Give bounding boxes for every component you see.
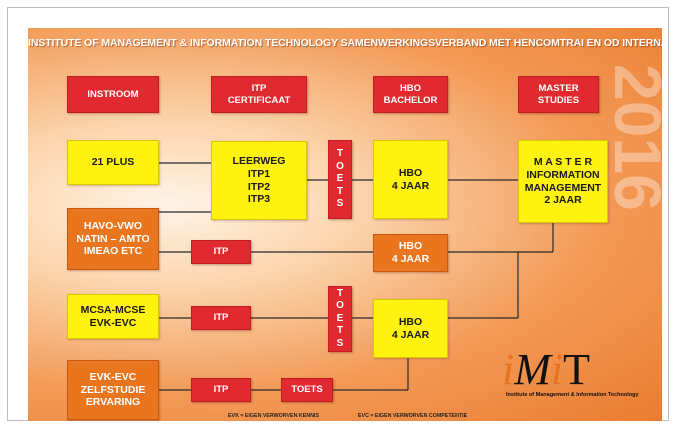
toets2-letter: T <box>336 287 344 299</box>
box-toets-vertical-1: T O E T S <box>328 140 352 219</box>
box-toets-row4: TOETS <box>281 378 333 402</box>
footnote-evc: EVC = EIGEN VERWORVEN COMPETENTIE <box>358 413 468 419</box>
box-hbo-top: HBO 4 JAAR <box>373 140 448 219</box>
box-hbo-bottom: HBO 4 JAAR <box>373 299 448 358</box>
connector-lines <box>159 162 554 391</box>
toets2-letter: E <box>336 312 344 324</box>
footnote-evk: EVK = EIGEN VERWORVEN KENNIS <box>228 413 319 419</box>
box-havo-vwo: HAVO-VWO NATIN – AMTO IMEAO ETC <box>67 208 159 270</box>
header-itp-certificaat: ITP CERTIFICAAT <box>211 76 307 113</box>
box-itp-row3: ITP <box>191 306 251 330</box>
box-hbo-mid: HBO 4 JAAR <box>373 234 448 272</box>
toets1-letter: T <box>336 148 344 160</box>
header-master-studies: MASTER STUDIES <box>518 76 599 113</box>
imit-logo-subtitle: Institute of Management & Information Te… <box>506 392 639 398</box>
toets1-letter: E <box>336 173 344 185</box>
header-instroom: INSTROOM <box>67 76 159 113</box>
toets2-letter: T <box>336 325 344 337</box>
box-21-plus: 21 PLUS <box>67 140 159 185</box>
toets1-letter: S <box>336 198 344 210</box>
toets2-letter: S <box>336 337 344 349</box>
imit-logo-wordmark: iMiT <box>502 345 591 394</box>
toets1-letter: O <box>336 160 344 172</box>
poster-title: INSTITUTE OF MANAGEMENT & INFORMATION TE… <box>28 37 662 49</box>
header-hbo-bachelor: HBO BACHELOR <box>373 76 448 113</box>
year-watermark: 2016 <box>601 64 662 211</box>
box-master-information-management: M A S T E R INFORMATION MANAGEMENT 2 JAA… <box>518 140 608 223</box>
toets2-letter: O <box>336 300 344 312</box>
toets1-letter: T <box>336 185 344 197</box>
poster: INSTITUTE OF MANAGEMENT & INFORMATION TE… <box>28 28 662 421</box>
imit-logo: iMiT Institute of Management & Informati… <box>502 346 662 406</box>
image-frame: INSTITUTE OF MANAGEMENT & INFORMATION TE… <box>7 7 669 421</box>
box-toets-vertical-2: T O E T S <box>328 286 352 352</box>
box-leerweg-itp: LEERWEG ITP1 ITP2 ITP3 <box>211 141 307 220</box>
box-itp-row4: ITP <box>191 378 251 402</box>
box-mcsa-mcse: MCSA-MCSE EVK-EVC <box>67 294 159 339</box>
box-evk-evc: EVK-EVC ZELFSTUDIE ERVARING <box>67 360 159 420</box>
box-itp-row2: ITP <box>191 240 251 264</box>
